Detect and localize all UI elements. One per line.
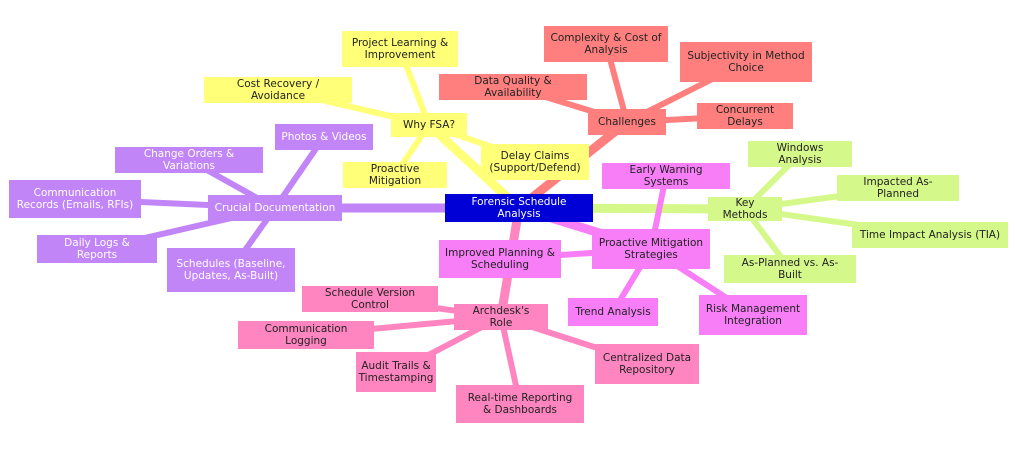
methods-leaf-node: Time Impact Analysis (TIA) (852, 222, 1008, 248)
archdesk-leaf-node-label: Audit Trails & Timestamping (358, 360, 434, 384)
documentation-branch-node-label: Crucial Documentation (214, 202, 336, 214)
why-leaf-node: Proactive Mitigation (343, 162, 447, 188)
why-leaf-node-label: Proactive Mitigation (368, 163, 422, 187)
archdesk-leaf-node-label: Centralized Data Repository (602, 352, 692, 376)
mitigation-leaf-node: Trend Analysis (568, 298, 658, 326)
methods-leaf-node: As-Planned vs. As-Built (724, 255, 856, 283)
documentation-leaf-node: Photos & Videos (275, 124, 373, 150)
methods-leaf-node-label: Impacted As-Planned (863, 176, 933, 200)
archdesk-branch-node: Archdesk's Role (454, 304, 548, 330)
documentation-leaf-node-label: Change Orders & Variations (143, 148, 235, 172)
challenges-leaf-node: Data Quality & Availability (439, 74, 587, 100)
mitigation-leaf-node: Early Warning Systems (602, 163, 730, 189)
challenges-leaf-node: Concurrent Delays (697, 103, 793, 129)
mitigation-leaf-node-label: Improved Planning & Scheduling (445, 247, 555, 271)
challenges-branch-node: Challenges (588, 109, 666, 135)
documentation-leaf-node: Communication Records (Emails, RFIs) (9, 180, 141, 218)
mitigation-branch-node: Proactive Mitigation Strategies (592, 229, 710, 269)
challenges-leaf-node: Subjectivity in Method Choice (680, 42, 812, 82)
why-leaf-node: Cost Recovery / Avoidance (204, 77, 352, 103)
documentation-leaf-node-label: Schedules (Baseline, Updates, As-Built) (176, 258, 286, 282)
mitigation-leaf-node-label: Trend Analysis (575, 306, 651, 318)
methods-leaf-node-label: Windows Analysis (776, 142, 824, 166)
archdesk-leaf-node: Communication Logging (238, 321, 374, 349)
root-node: Forensic Schedule Analysis (445, 194, 593, 222)
archdesk-leaf-node-label: Communication Logging (264, 323, 348, 347)
methods-branch-node: Key Methods (708, 197, 782, 221)
archdesk-leaf-node-label: Schedule Version Control (324, 287, 416, 311)
methods-branch-node-label: Key Methods (722, 197, 768, 221)
documentation-leaf-node: Daily Logs & Reports (37, 235, 157, 263)
methods-leaf-node-label: As-Planned vs. As-Built (741, 257, 839, 281)
archdesk-leaf-node: Centralized Data Repository (595, 344, 699, 384)
challenges-leaf-node: Complexity & Cost of Analysis (544, 26, 668, 62)
methods-leaf-node: Windows Analysis (748, 141, 852, 167)
documentation-leaf-node-label: Communication Records (Emails, RFIs) (16, 187, 134, 211)
why-leaf-node-label: Delay Claims (Support/Defend) (489, 150, 581, 174)
challenges-leaf-node-label: Data Quality & Availability (474, 75, 552, 99)
mitigation-leaf-node: Risk Management Integration (699, 295, 807, 335)
archdesk-leaf-node: Real-time Reporting & Dashboards (456, 385, 584, 423)
root-node-label: Forensic Schedule Analysis (471, 196, 567, 220)
mitigation-leaf-node-label: Risk Management Integration (705, 303, 801, 327)
documentation-branch-node: Crucial Documentation (208, 195, 342, 221)
why-leaf-node-label: Project Learning & Improvement (351, 37, 449, 61)
documentation-leaf-node: Schedules (Baseline, Updates, As-Built) (167, 248, 295, 292)
challenges-leaf-node-label: Subjectivity in Method Choice (687, 50, 805, 74)
why-leaf-node-label: Cost Recovery / Avoidance (236, 78, 320, 102)
methods-leaf-node: Impacted As-Planned (837, 175, 959, 201)
why-leaf-node: Project Learning & Improvement (342, 31, 458, 67)
documentation-leaf-node: Change Orders & Variations (115, 147, 263, 173)
archdesk-branch-node-label: Archdesk's Role (472, 305, 530, 329)
why-leaf-node: Delay Claims (Support/Defend) (481, 144, 589, 180)
challenges-branch-node-label: Challenges (598, 116, 656, 128)
why-branch-node-label: Why FSA? (402, 119, 456, 131)
mitigation-branch-node-label: Proactive Mitigation Strategies (598, 237, 704, 261)
methods-leaf-node-label: Time Impact Analysis (TIA) (859, 229, 1001, 241)
documentation-leaf-node-label: Photos & Videos (281, 131, 367, 143)
why-branch-node: Why FSA? (391, 113, 467, 137)
mitigation-leaf-node: Improved Planning & Scheduling (439, 240, 561, 278)
archdesk-leaf-node: Audit Trails & Timestamping (356, 352, 436, 392)
mitigation-leaf-node-label: Early Warning Systems (629, 164, 703, 188)
challenges-leaf-node-label: Complexity & Cost of Analysis (550, 32, 662, 56)
archdesk-leaf-node: Schedule Version Control (302, 286, 438, 312)
archdesk-leaf-node-label: Real-time Reporting & Dashboards (467, 392, 573, 416)
documentation-leaf-node-label: Daily Logs & Reports (64, 237, 130, 261)
challenges-leaf-node-label: Concurrent Delays (715, 104, 775, 128)
